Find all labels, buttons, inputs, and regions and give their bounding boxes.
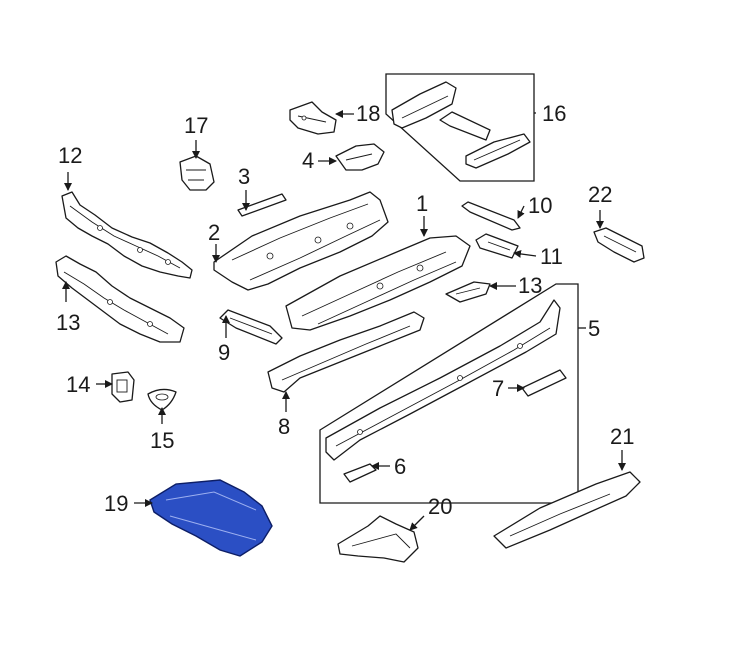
part-20-bracket[interactable]: [337, 515, 419, 563]
part-12-dash-panel-upper[interactable]: [61, 191, 193, 279]
callout-6: 6: [394, 454, 406, 479]
part-1-floor-pan[interactable]: [285, 235, 471, 331]
callout-7: 7: [492, 376, 504, 401]
part-13-bracket[interactable]: [445, 281, 491, 303]
callout-14: 14: [66, 372, 90, 397]
part-10-bracket[interactable]: [461, 201, 521, 231]
callout-3: 3: [238, 164, 250, 189]
group-box-16: [385, 73, 535, 182]
part-11-bracket[interactable]: [475, 233, 519, 259]
callout-17: 17: [184, 113, 208, 138]
leader-10: [517, 205, 525, 219]
callout-5: 5: [588, 316, 600, 341]
callout-13-mid: 13: [518, 273, 542, 298]
part-13-dash-panel-lower[interactable]: [55, 255, 185, 343]
part-3-reinforcement[interactable]: [237, 193, 287, 217]
callout-20: 20: [428, 494, 452, 519]
callout-22: 22: [588, 182, 612, 207]
part-7-bracket[interactable]: [521, 369, 567, 397]
group-box-5: [319, 283, 579, 504]
leader-20: [409, 515, 425, 531]
callout-10: 10: [528, 193, 552, 218]
part-16-seat-brackets[interactable]: [391, 81, 531, 169]
part-6-bracket[interactable]: [343, 463, 377, 483]
part-14-bracket[interactable]: [111, 371, 135, 403]
part-17-bracket[interactable]: [179, 155, 215, 191]
part-4-bracket[interactable]: [335, 143, 385, 171]
part-5-rocker-panel[interactable]: [325, 299, 561, 461]
leader-11: [513, 249, 537, 258]
callout-19: 19: [104, 491, 128, 516]
part-9-crossmember[interactable]: [219, 309, 283, 345]
part-19-underbody-shield[interactable]: [149, 479, 273, 557]
callout-15: 15: [150, 428, 174, 453]
part-2-front-floor[interactable]: [213, 191, 389, 291]
callout-1: 1: [416, 191, 428, 216]
callout-13-left: 13: [56, 310, 80, 335]
part-22-bracket[interactable]: [593, 227, 645, 263]
callout-18: 18: [356, 101, 380, 126]
part-18-bracket[interactable]: [289, 101, 337, 135]
callout-12: 12: [58, 143, 82, 168]
callout-8: 8: [278, 414, 290, 439]
callout-9: 9: [218, 340, 230, 365]
callout-16: 16: [542, 101, 566, 126]
callout-11: 11: [540, 244, 563, 269]
part-15-plug[interactable]: [147, 388, 177, 411]
callout-21: 21: [610, 424, 634, 449]
part-21-shield[interactable]: [493, 471, 641, 549]
callout-4: 4: [302, 148, 314, 173]
callout-2: 2: [208, 220, 220, 245]
